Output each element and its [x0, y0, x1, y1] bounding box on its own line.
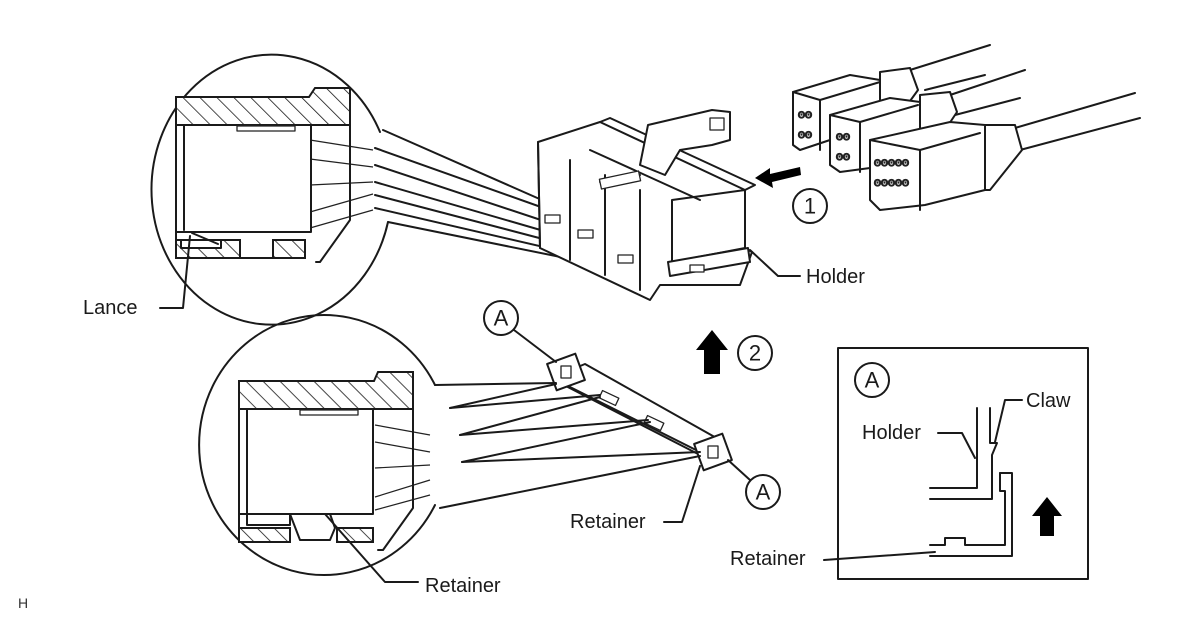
top-detail-circle [150, 53, 389, 326]
step-1-circle [792, 188, 828, 224]
detail-holder-shape [929, 407, 978, 489]
retainer-bar [546, 352, 733, 472]
holder-body [537, 109, 756, 301]
retainer-bottom-label: Retainer [425, 575, 501, 597]
detail-a-top-letter: A [494, 306, 509, 331]
detail-up-arrow-icon [1032, 497, 1062, 536]
svg-text:ʘʘ: ʘʘ [798, 110, 812, 120]
detail-a-bottom-circle [745, 474, 781, 510]
detail-a-top-circle [483, 300, 519, 336]
detail-retainer-leader-line [823, 551, 936, 561]
step-2-circle [737, 335, 773, 371]
svg-text:ʘʘʘʘʘ: ʘʘʘʘʘ [874, 158, 909, 168]
detail-holder-label: Holder [862, 422, 921, 444]
retainer-main-leader-line [663, 465, 701, 523]
detail-retainer-shape [929, 472, 1013, 557]
detail-a-inset-letter: A [865, 368, 880, 393]
insert-arrow-icon [755, 167, 801, 188]
push-up-arrow-icon [696, 330, 728, 374]
detail-claw-leader-line [994, 399, 1023, 443]
detail-claw-shape [929, 407, 998, 500]
detail-a-inset: A Holder Claw [837, 347, 1089, 580]
detail-retainer-label: Retainer [730, 548, 806, 570]
corner-mark: H [18, 595, 28, 611]
step-2-number: 2 [749, 341, 761, 366]
detail-a-frame [837, 347, 1089, 580]
svg-text:ʘʘ: ʘʘ [836, 132, 850, 142]
connector-plugs: ʘʘ ʘʘ ʘʘ ʘʘ ʘʘʘʘʘ ʘʘʘʘʘ [792, 44, 1141, 211]
step-1-number: 1 [804, 194, 816, 219]
holder-label: Holder [806, 266, 865, 288]
top-cross-section [175, 87, 351, 263]
top-detail-magnifier [150, 53, 601, 326]
lance-leader-line [159, 235, 191, 309]
detail-claw-label: Claw [1026, 390, 1071, 412]
detail-a-inset-circle [854, 362, 890, 398]
svg-text:ʘʘ: ʘʘ [798, 130, 812, 140]
svg-text:ʘʘʘʘʘ: ʘʘʘʘʘ [874, 178, 909, 188]
bottom-detail-fan-lines [374, 383, 701, 511]
bottom-detail-circle [198, 314, 436, 576]
lance-label: Lance [83, 297, 138, 319]
detail-a-bottom-letter: A [756, 480, 771, 505]
holder-leader-line [749, 249, 801, 277]
bottom-cross-section [238, 371, 414, 551]
detail-holder-leader-line [937, 432, 976, 459]
retainer-bottom-leader-line [324, 513, 419, 583]
bottom-detail-magnifier [198, 314, 701, 576]
retainer-main-label: Retainer [570, 511, 646, 533]
svg-text:ʘʘ: ʘʘ [836, 152, 850, 162]
